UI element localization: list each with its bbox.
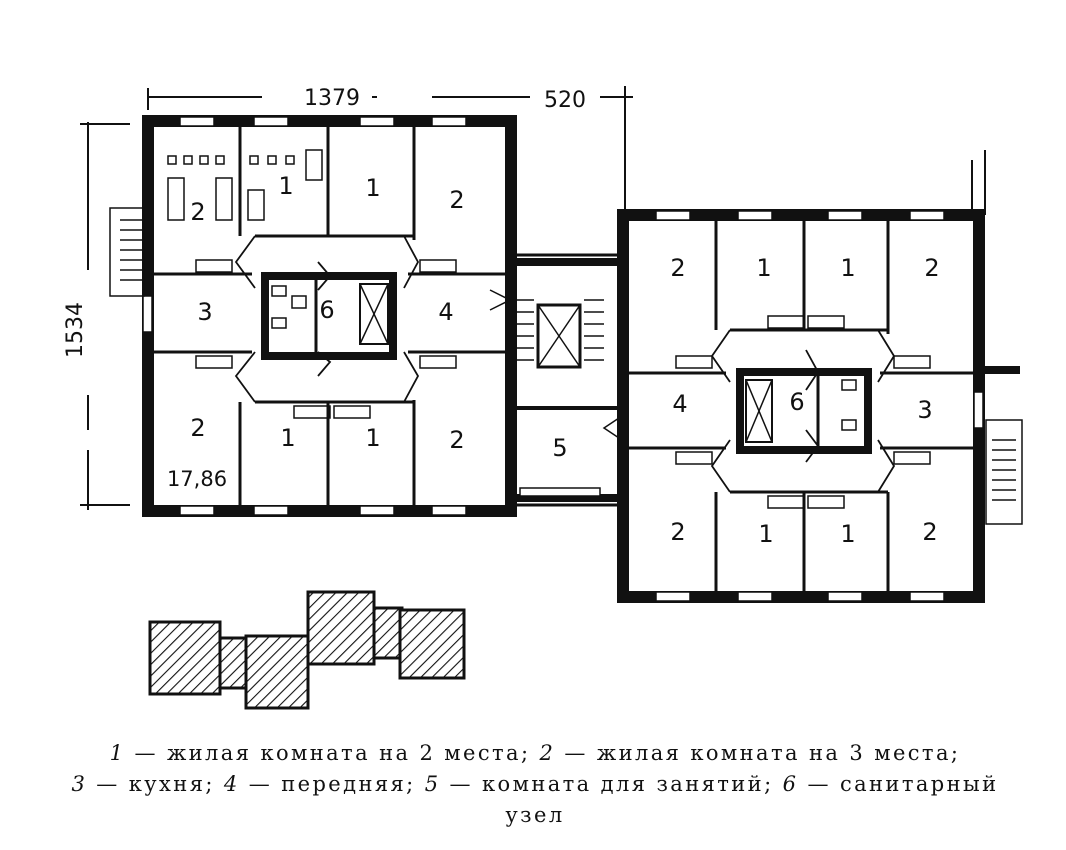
block-a-furniture — [167, 149, 457, 419]
legend-item: 2 — жилая комната на 3 места; — [539, 741, 961, 765]
room-label: 4 — [438, 298, 453, 326]
room-label: 1 — [365, 424, 380, 452]
room-label: 6 — [319, 296, 334, 324]
legend-item: 3 — кухня; — [71, 772, 215, 796]
block-b-partitions — [629, 221, 973, 591]
elevator — [536, 303, 582, 369]
dimension-depth: 1534 — [63, 302, 88, 358]
block-a-partitions — [154, 127, 505, 505]
room-label: 2 — [449, 186, 464, 214]
room-label: 2 — [670, 518, 685, 546]
room-label: 2 — [924, 254, 939, 282]
room-label: 2 — [190, 198, 205, 226]
block-b-stair — [985, 419, 1023, 525]
block-a — [109, 115, 517, 517]
block-a-windows — [142, 116, 467, 516]
room-labels: 2 1 1 2 3 6 4 2 1 1 2 17,86 5 2 1 1 2 4 … — [167, 172, 940, 548]
room-label: 1 — [278, 172, 293, 200]
room-label: 1 — [365, 174, 380, 202]
block-a-door-swings — [234, 235, 420, 403]
room-label: 2 — [449, 426, 464, 454]
room-area-label: 17,86 — [167, 467, 227, 491]
legend-item: 5 — комната для занятий; — [424, 772, 774, 796]
legend-item: 4 — передняя; — [223, 772, 416, 796]
dimension-lines — [80, 86, 633, 510]
legend-item: 6 — санитарный узел — [505, 772, 999, 827]
block-a-stair — [109, 207, 145, 297]
room-label: 3 — [917, 396, 932, 424]
room-label: 1 — [840, 254, 855, 282]
room-label: 1 — [280, 424, 295, 452]
room-label: 6 — [789, 388, 804, 416]
room-label: 1 — [840, 520, 855, 548]
room-label: 3 — [197, 298, 212, 326]
dimension-width: 1379 — [304, 86, 360, 111]
room-label: 5 — [552, 434, 567, 462]
room-label: 4 — [672, 390, 687, 418]
block-b — [617, 150, 1023, 603]
room-label: 1 — [758, 520, 773, 548]
room-label: 2 — [670, 254, 685, 282]
block-b-furniture — [675, 315, 931, 509]
legend-item: 1 — жилая комната на 2 места; — [109, 741, 531, 765]
link-block — [489, 253, 625, 507]
key-plan — [148, 590, 466, 710]
block-b-sanitary-core — [736, 368, 872, 454]
block-b-windows — [655, 210, 984, 602]
room-label: 1 — [756, 254, 771, 282]
legend-caption: 1 — жилая комната на 2 места; 2 — жилая … — [40, 738, 1030, 831]
room-label: 2 — [922, 518, 937, 546]
dimension-offset: 520 — [544, 88, 586, 113]
room-label: 2 — [190, 414, 205, 442]
